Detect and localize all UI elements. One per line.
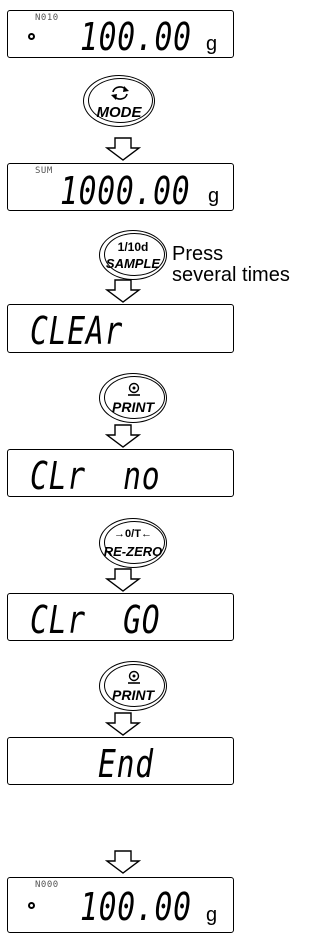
- display-value: 1000.00: [60, 169, 191, 213]
- press-note-line2: several times: [172, 264, 290, 286]
- print-button-label: PRINT: [112, 687, 154, 703]
- down-arrow-icon: [105, 568, 141, 592]
- display-clr-go: CLr GO: [7, 593, 234, 641]
- down-arrow-icon: [105, 424, 141, 448]
- press-note-line1: Press: [172, 243, 224, 265]
- display-value: CLr no: [30, 454, 161, 498]
- display-n000: N000 100.00 g: [7, 877, 234, 933]
- display-value: 100.00: [80, 885, 192, 929]
- re-zero-button[interactable]: →0/T← RE-ZERO: [99, 518, 167, 568]
- down-arrow-icon: [105, 279, 141, 303]
- down-arrow-icon: [105, 850, 141, 874]
- display-unit: g: [206, 904, 218, 926]
- mode-button-label: MODE: [96, 104, 142, 121]
- display-end: End: [7, 737, 234, 785]
- print-button-label: PRINT: [112, 399, 154, 415]
- print-icon: [128, 382, 140, 396]
- display-n010: N010 100.00 g: [7, 10, 234, 58]
- display-sub-label: SUM: [35, 166, 53, 176]
- display-value: End: [98, 742, 154, 786]
- display-unit: g: [208, 185, 220, 207]
- stable-indicator-icon: [28, 33, 35, 40]
- print-button[interactable]: PRINT: [99, 373, 167, 423]
- down-arrow-icon: [105, 712, 141, 736]
- display-sum: SUM 1000.00 g: [7, 163, 234, 211]
- cycle-arrows-icon: [111, 86, 129, 100]
- display-clear: CLEAr: [7, 304, 234, 353]
- press-several-times-note: Press several times: [172, 244, 290, 286]
- display-sub-label: N000: [35, 880, 59, 890]
- mode-button[interactable]: MODE: [83, 75, 155, 127]
- display-sub-label: N010: [35, 13, 59, 23]
- display-value: 100.00: [80, 15, 192, 59]
- stable-indicator-icon: [28, 902, 35, 909]
- display-unit: g: [206, 33, 218, 55]
- print-button-2[interactable]: PRINT: [99, 661, 167, 711]
- re-zero-button-top-label: →0/T←: [114, 528, 152, 540]
- display-value: CLEAr: [30, 309, 124, 353]
- re-zero-button-bottom-label: RE-ZERO: [103, 544, 163, 559]
- print-icon: [128, 670, 140, 684]
- sample-button-bottom-label: SAMPLE: [105, 256, 161, 271]
- display-clr-no: CLr no: [7, 449, 234, 497]
- sample-button[interactable]: 1/10d SAMPLE: [99, 230, 167, 280]
- display-value: CLr GO: [30, 598, 161, 642]
- down-arrow-icon: [105, 137, 141, 161]
- sample-button-top-label: 1/10d: [117, 240, 149, 254]
